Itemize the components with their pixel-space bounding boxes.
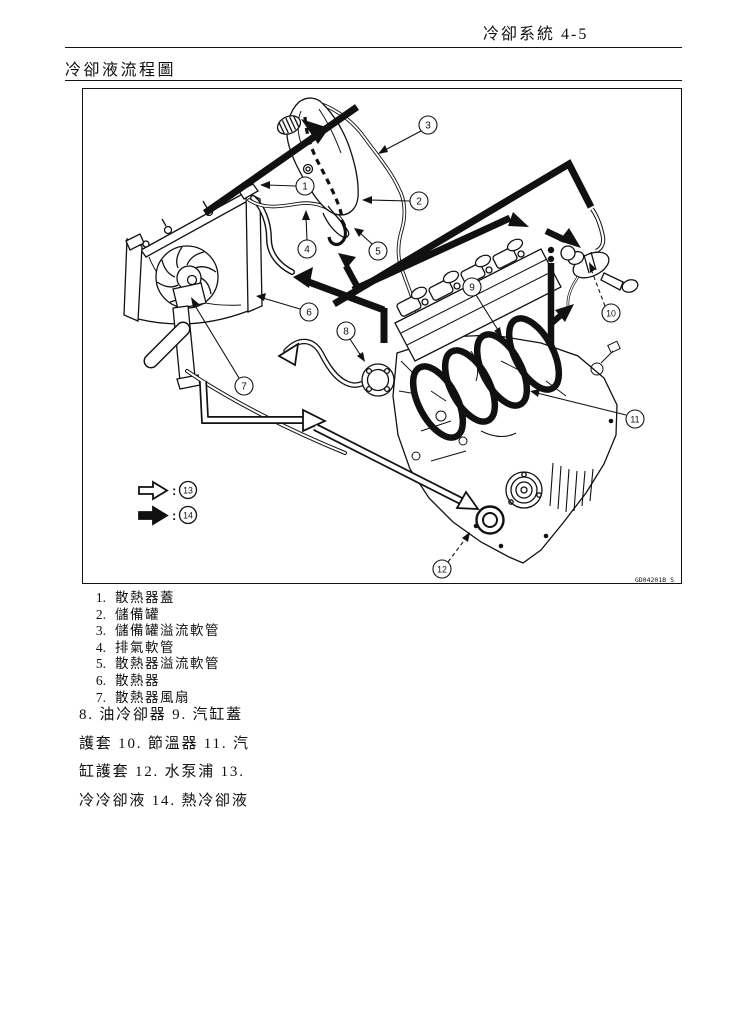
coolant-flow-diagram: : 13 : 14 1 2 3 4 [82,88,682,584]
parts-list-paragraph: 8. 油冷卻器 9. 汽缸蓋 護套 10. 節溫器 11. 汽 缸護套 12. … [79,701,250,815]
reserve-tank-cap [276,115,302,135]
item-number: 4. [95,639,106,655]
item-label: 排氣軟管 [115,639,175,655]
paragraph-line: 缸護套 12. 水泵浦 13. [79,764,245,781]
callout-12: 12 [437,565,447,575]
upper-radiator-hose [250,195,295,275]
item-label: 散熱器蓋 [115,590,175,605]
hot-coolant-path [202,104,595,441]
list-item: 6. 散熱器 [90,673,220,690]
list-item: 5. 散熱器溢流軟管 [90,656,220,673]
list-item: 4. 排氣軟管 [90,640,220,657]
diagram-canvas: : 13 : 14 1 2 3 4 [123,97,674,583]
radiator-lower-hose [185,369,347,455]
section-heading: 冷卻液流程圖 [65,62,177,79]
cylinder-head [394,248,562,362]
item-label: 散熱器 [115,672,160,688]
callout-11: 11 [630,415,639,425]
paragraph-line: 護套 10. 節溫器 11. 汽 [79,735,250,752]
list-item: 7. 散熱器風扇 [90,690,220,707]
heading-rule [65,80,682,81]
paragraph-line: 冷冷卻液 14. 熱冷卻液 [79,792,249,809]
engine-fins [549,462,594,513]
cold-coolant-arrow-icon [138,480,169,501]
callout-10: 10 [606,309,616,319]
legend-number-hot: 14 [183,511,193,521]
figure-code: GD04201B S [635,576,674,583]
item-number: 6. [95,672,106,688]
oil-cooler [361,363,395,397]
oil-cooler-hose [283,338,377,388]
item-number: 5. [95,656,106,672]
hot-coolant-arrow-icon [138,505,169,526]
cylinder-coolant-loops [409,315,563,441]
clutch-cover [505,471,543,509]
item-label: 散熱器溢流軟管 [115,656,220,672]
water-pump [475,505,505,535]
item-number: 3. [95,623,106,639]
callout-5: 5 [375,247,381,258]
page-header: 冷卻系統 4-5 [483,26,589,43]
callouts: 1 2 3 4 5 6 7 8 9 10 11 12 [191,115,645,579]
flow-legend: : 13 : 14 [138,480,198,526]
item-number: 1. [95,590,106,605]
callout-2: 2 [416,197,422,208]
paragraph-line: 8. 油冷卻器 9. 汽缸蓋 [79,707,243,723]
item-label: 儲備罐溢流軟管 [115,623,220,639]
callout-9: 9 [469,283,475,294]
legend-number-cold: 13 [183,486,193,496]
item-number: 7. [95,689,106,705]
callout-7: 7 [241,382,247,393]
item-label: 儲備罐 [115,606,160,622]
radiator [123,183,263,390]
callout-3: 3 [425,121,431,132]
list-item: 1. 散熱器蓋 [90,590,220,607]
parts-list: 1.散熱器蓋 2.儲備罐 3.儲備罐溢流軟管 4.排氣軟管 5.散熱器溢流軟管 … [90,590,220,706]
list-item: 3. 儲備罐溢流軟管 [90,623,220,640]
callout-6: 6 [306,308,312,319]
legend-colon-cold: : [172,483,176,498]
legend-colon-hot: : [172,508,176,523]
list-item: 2. 儲備罐 [90,607,220,624]
callout-4: 4 [304,245,310,256]
callout-8: 8 [343,327,349,338]
radiator-fan [155,245,219,310]
header-rule [65,47,682,48]
callout-1: 1 [302,182,308,193]
item-label: 散熱器風扇 [115,689,190,705]
cold-coolant-path [199,342,505,535]
item-number: 2. [95,606,106,622]
